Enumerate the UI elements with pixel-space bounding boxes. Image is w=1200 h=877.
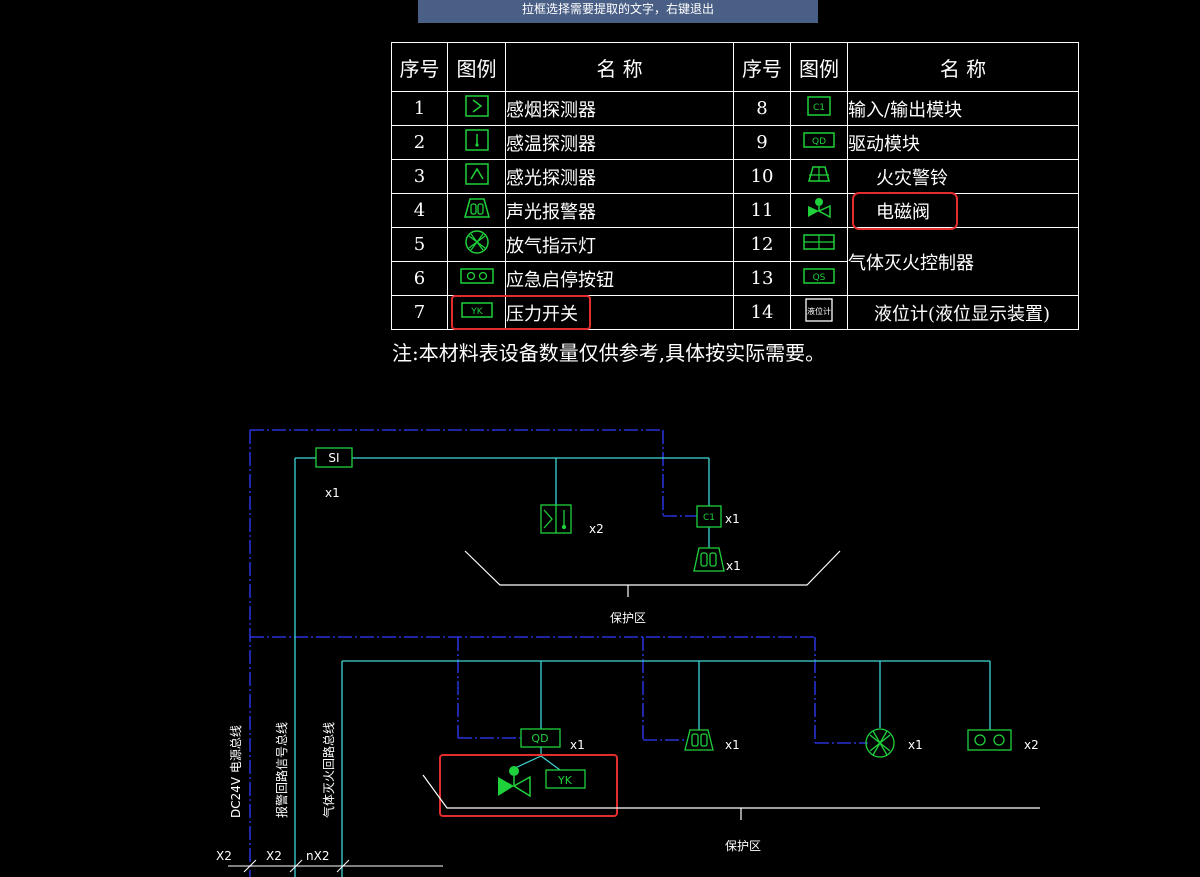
row-no-right: 9	[733, 125, 791, 160]
emergency-button-diagram-icon	[967, 729, 1012, 751]
sound-light-alarm-top-icon	[693, 547, 725, 572]
bus-label-alarm: 报警回路信号总线	[274, 722, 289, 818]
highlight-pressure-switch	[451, 295, 591, 330]
si-label: SI	[328, 451, 339, 465]
flame-detector-icon	[464, 163, 489, 185]
row-no: 2	[391, 125, 448, 160]
fire-bell-icon	[808, 166, 830, 182]
si-box	[315, 447, 353, 468]
si-mult: x1	[325, 486, 340, 500]
smoke-detector-icon	[464, 95, 489, 117]
bus-label-dc24v: DC24V 电源总线	[229, 725, 243, 818]
row-name-right: 液位计(液位显示装置)	[847, 295, 1079, 330]
row-no-right: 10	[733, 159, 791, 194]
drive-module-icon: QD	[803, 132, 835, 148]
io-module-icon: C1	[807, 96, 831, 116]
legend-row: 5 放气指示灯 12 气体灭火控制器	[391, 227, 1079, 296]
bottom-label-3: nX2	[306, 849, 329, 863]
qs-icon: QS	[803, 268, 835, 284]
zone-boundary-top	[464, 550, 841, 586]
sound-light-alarm-icon	[463, 198, 490, 218]
drive-module-code: QD	[812, 137, 826, 147]
sound-light-alarm-bottom-icon	[684, 729, 714, 751]
alarm-bottom-mult: x1	[725, 738, 740, 752]
row-no: 6	[391, 261, 448, 296]
drive-module-mult: x1	[570, 738, 585, 752]
zone-label-bottom: 保护区	[725, 839, 761, 853]
detector-mult: x2	[589, 522, 604, 536]
signal-bus	[294, 457, 991, 877]
zone-label-top: 保护区	[610, 611, 646, 625]
row-name: 声光报警器	[505, 193, 734, 228]
release-indicator-diagram-icon	[865, 728, 895, 758]
row-no: 5	[391, 227, 448, 262]
detector-pair-icon	[540, 504, 572, 534]
legend-table: 序号 图例 名 称 序号 图例 名 称 1 感烟探测器 8 C1 输入/输出模块…	[391, 42, 1079, 330]
row-name-right: 气体灭火控制器	[847, 227, 1079, 296]
pressure-switch-tag: YK	[557, 774, 573, 787]
gas-controller-icon	[803, 234, 835, 250]
level-gauge-icon: 液位计	[805, 298, 833, 322]
pressure-switch-icon: YK	[460, 302, 493, 318]
header-name: 名 称	[505, 42, 734, 92]
pressure-switch-diagram	[545, 769, 586, 789]
io-module-tag: C1	[703, 513, 715, 523]
qs-code: QS	[813, 273, 826, 283]
io-module-mult: x1	[725, 512, 740, 526]
drive-module-tag: QD	[531, 732, 548, 745]
legend-row: 2 感温探测器 9 QD 驱动模块	[391, 125, 1079, 160]
indicator-mult: x1	[908, 738, 923, 752]
zone-boundary-bottom	[422, 774, 1040, 809]
row-no: 7	[391, 295, 448, 330]
row-name-right: 输入/输出模块	[847, 91, 1079, 126]
row-no-right: 12	[733, 227, 791, 262]
dc24v-bus	[249, 429, 868, 877]
solenoid-valve-diagram-icon	[498, 766, 531, 798]
row-name-right-highlighted: 电磁阀	[852, 191, 958, 230]
io-module	[696, 505, 722, 528]
emergency-button-icon	[459, 268, 494, 284]
release-indicator-icon	[464, 230, 489, 254]
legend-row: 6 应急启停按钮 13 QS	[391, 261, 1079, 296]
heat-detector-icon	[464, 129, 489, 151]
bus-label-gas: 气体灭火回路总线	[321, 722, 336, 818]
row-no-right: 11	[733, 193, 791, 228]
row-no-right: 14	[733, 295, 791, 330]
note-text: 注:本材料表设备数量仅供参考,具体按实际需要。	[392, 341, 826, 365]
solenoid-valve-icon	[808, 198, 831, 219]
header-no: 序号	[391, 42, 448, 92]
highlight-valve-switch	[439, 754, 618, 817]
bottom-label-2: X2	[266, 849, 282, 863]
button-mult: x2	[1024, 738, 1039, 752]
row-no: 3	[391, 159, 448, 194]
legend-row: 4 声光报警器 11 电磁阀	[391, 191, 1079, 230]
bottom-label-1: X2	[216, 849, 232, 863]
io-module-code: C1	[813, 103, 825, 113]
pressure-switch-code: YK	[470, 307, 483, 317]
level-gauge-code: 液位计	[807, 306, 831, 316]
legend-row: 7 YK 压力开关 14 液位计 液位计(液位显示装置)	[391, 295, 1079, 330]
hint-banner: 拉框选择需要提取的文字，右键退出	[418, 0, 818, 23]
row-name: 放气指示灯	[505, 227, 734, 262]
legend-row: 1 感烟探测器 8 C1 输入/输出模块	[391, 91, 1079, 126]
alarm-top-mult: x1	[726, 559, 741, 573]
